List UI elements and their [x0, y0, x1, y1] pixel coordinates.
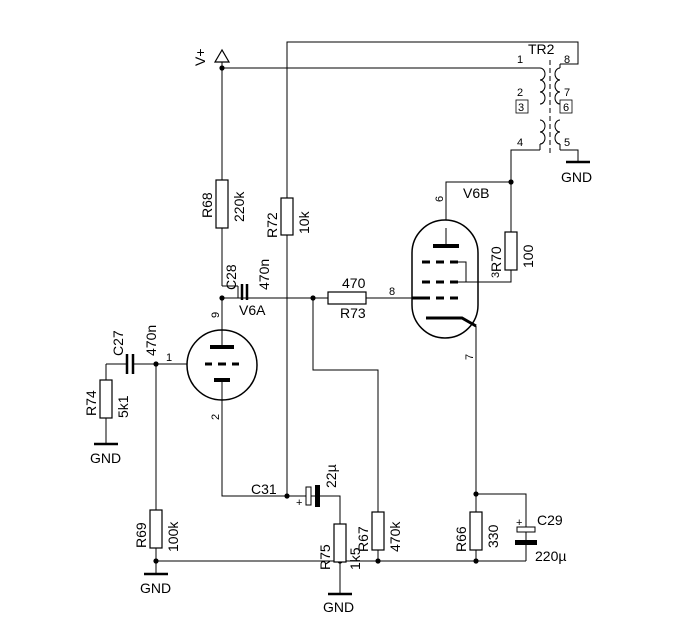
- c28-value: 470n: [256, 259, 272, 290]
- r70-ref: R70: [488, 246, 504, 272]
- resistor-r73: 470 R73: [327, 275, 367, 321]
- junction-dot: [473, 491, 479, 497]
- r68-ref: R68: [199, 192, 215, 218]
- r72-value: 10k: [296, 210, 312, 234]
- capacitor-c28: C28 470n: [222, 259, 272, 300]
- transformer-pin-6: 6: [563, 102, 569, 114]
- junction-dot: [508, 179, 514, 185]
- r69-value: 100k: [165, 521, 181, 552]
- ground-label: GND: [561, 169, 592, 185]
- tube-v6b: V6B 6 3 8 7: [389, 185, 502, 360]
- r68-value: 220k: [231, 191, 247, 222]
- c29-ref: C29: [537, 512, 563, 528]
- c27-ref: C27: [110, 330, 126, 356]
- junction-dot: [375, 558, 381, 564]
- r74-value: 5k1: [115, 395, 131, 418]
- transformer-ref: TR2: [528, 41, 555, 57]
- r75-ref: R75: [317, 544, 333, 570]
- r70-value: 100: [520, 244, 536, 268]
- v6b-pin-7: 7: [464, 354, 476, 360]
- junction-dot: [284, 493, 290, 499]
- c28-ref: C28: [223, 264, 239, 290]
- v6b-pin-8: 8: [389, 286, 395, 298]
- transformer-pin-5: 5: [564, 137, 570, 149]
- ground-label: GND: [140, 580, 171, 596]
- v6b-pin-6: 6: [434, 196, 446, 202]
- c29-value: 220µ: [535, 548, 566, 564]
- transformer-pin-4: 4: [517, 137, 523, 149]
- ground-r75: GND: [323, 592, 354, 615]
- r73-value: 470: [342, 275, 366, 291]
- c29-plus: +: [516, 517, 522, 529]
- capacitor-c31: + C31 22µ: [251, 464, 339, 509]
- v6a-pin-1: 1: [166, 352, 172, 364]
- r72-ref: R72: [264, 212, 280, 238]
- junction-dot: [219, 295, 225, 301]
- r66-value: 330: [485, 524, 501, 548]
- transformer-pin-3: 3: [518, 102, 524, 114]
- r69-ref: R69: [133, 522, 149, 548]
- tube-v6a: V6A 9 1 2: [166, 302, 266, 420]
- c27-value: 470n: [143, 325, 159, 356]
- transformer-pin-2: 2: [517, 87, 523, 99]
- resistor-r66: R66 330: [453, 511, 501, 552]
- r67-value: 470k: [387, 521, 403, 552]
- resistor-r69: R69 100k: [133, 509, 181, 552]
- resistor-r75: R75 1k5: [317, 523, 363, 570]
- resistor-r74: R74 5k1: [83, 379, 131, 419]
- r74-ref: R74: [83, 390, 99, 416]
- r73-ref: R73: [340, 305, 366, 321]
- junction-dot: [473, 558, 479, 564]
- c31-plus: +: [296, 497, 302, 509]
- junction-dot: [153, 558, 159, 564]
- supply-symbol: V+: [192, 48, 231, 68]
- junction-dot: [153, 361, 159, 367]
- transformer-pin-8: 8: [564, 54, 570, 66]
- ground-transformer: GND: [561, 160, 592, 185]
- r75-value: 1k5: [347, 547, 363, 570]
- r66-ref: R66: [453, 526, 469, 552]
- v6a-pin-2: 2: [210, 414, 222, 420]
- c31-ref: C31: [251, 481, 277, 497]
- ground-label: GND: [90, 450, 121, 466]
- v6b-ref: V6B: [463, 185, 489, 201]
- junction-dots: [153, 65, 514, 564]
- resistor-r67: R67 470k: [355, 511, 403, 552]
- capacitor-c29: + C29 220µ: [515, 512, 566, 564]
- transformer-pin-1: 1: [517, 54, 523, 66]
- resistor-r72: R72 10k: [264, 197, 312, 238]
- ground-label: GND: [323, 599, 354, 615]
- v6a-pin-9: 9: [210, 312, 222, 318]
- resistor-r70: R70 100: [488, 231, 536, 272]
- ground-r69: GND: [140, 572, 171, 596]
- v6a-ref: V6A: [239, 302, 266, 318]
- supply-label: V+: [192, 48, 208, 66]
- transformer-pin-7: 7: [564, 87, 570, 99]
- r67-ref: R67: [355, 526, 371, 552]
- c31-value: 22µ: [323, 464, 339, 488]
- junction-dot: [310, 295, 316, 301]
- transformer-tr2: TR2 1 2 3 4 5 6 7 8: [515, 41, 573, 156]
- v6b-pin-3: 3: [490, 272, 502, 278]
- resistor-r68: R68 220k: [199, 179, 247, 229]
- ground-r74: GND: [90, 442, 121, 466]
- capacitor-c27: C27 470n: [110, 325, 159, 374]
